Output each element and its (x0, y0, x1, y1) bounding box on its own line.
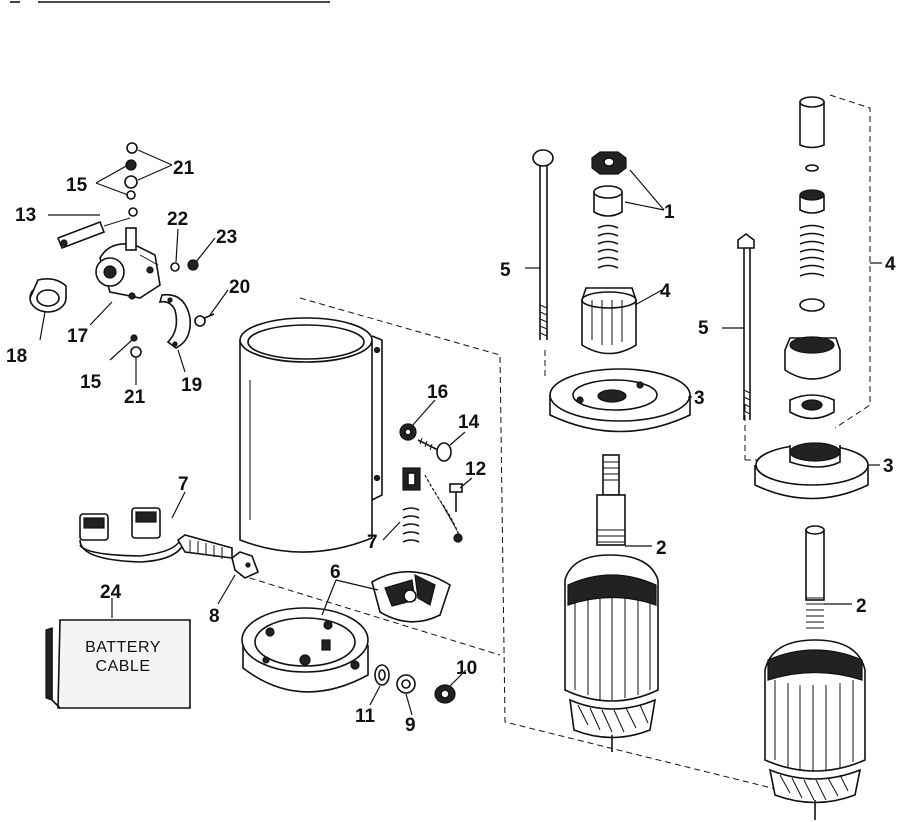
terminal-bolt-14 (417, 437, 452, 462)
callout-11: 11 (355, 706, 376, 727)
nut-23 (187, 259, 199, 271)
callout-8: 8 (209, 606, 220, 627)
thru-bolt-right (737, 233, 755, 420)
callout-5-right: 5 (698, 318, 709, 339)
solenoid-17 (95, 227, 161, 300)
leader-lines (39, 149, 882, 716)
nut-10 (434, 684, 456, 704)
washer-11 (374, 664, 390, 686)
bracket-19 (158, 293, 192, 349)
callout-3-right: 3 (883, 456, 894, 477)
screw-12 (449, 483, 463, 512)
callout-22: 22 (167, 209, 188, 230)
callout-10: 10 (456, 658, 477, 679)
brush-set (79, 507, 233, 563)
callout-13: 13 (15, 205, 36, 226)
callout-2-left: 2 (656, 538, 667, 559)
end-frame-right (754, 442, 869, 500)
callout-14: 14 (458, 412, 480, 433)
callout-15-bottom: 15 (80, 372, 102, 393)
callout-labels: 21 15 13 22 23 20 18 17 15 21 19 1 5 4 3… (6, 158, 896, 736)
callout-18: 18 (6, 346, 27, 367)
callout-21-bottom: 21 (124, 387, 146, 408)
callout-2-right: 2 (856, 596, 867, 617)
drive-parts-right (784, 96, 841, 420)
armature-right (764, 525, 866, 820)
callout-16: 16 (427, 382, 448, 403)
brush-and-spring (402, 467, 463, 543)
callout-7-left: 7 (178, 474, 189, 495)
washer-9 (396, 674, 416, 694)
callout-17: 17 (67, 326, 88, 347)
callout-19: 19 (181, 375, 202, 396)
drive-parts-left (581, 151, 637, 355)
washer-16 (399, 423, 417, 441)
solenoid-hardware (124, 142, 138, 217)
battery-cable-box: BATTERY CABLE (45, 619, 191, 709)
battery-box-line1: BATTERY (85, 639, 161, 656)
lower-nuts (130, 334, 142, 358)
callout-7-right: 7 (367, 532, 378, 553)
battery-box-line2: CABLE (96, 658, 151, 675)
callout-23: 23 (216, 227, 237, 248)
callout-20: 20 (229, 277, 250, 298)
callout-9: 9 (405, 715, 416, 736)
end-frame-left (549, 368, 691, 433)
screw-20 (194, 313, 215, 327)
washer-22 (170, 262, 180, 272)
boot-18 (29, 278, 67, 313)
callout-24: 24 (100, 582, 122, 603)
callout-15-top: 15 (66, 175, 88, 196)
callout-4-left: 4 (660, 281, 671, 302)
callout-1: 1 (664, 202, 675, 223)
callout-21-top: 21 (173, 158, 195, 179)
terminal-bolt-13 (56, 217, 131, 250)
callout-4-right: 4 (885, 254, 896, 275)
thru-bolt-left (532, 149, 554, 340)
commutator-end-cap (241, 607, 369, 693)
callout-6: 6 (330, 562, 341, 583)
callout-5-left: 5 (500, 260, 511, 281)
armature-left (564, 454, 659, 752)
brush-plate (371, 570, 451, 623)
callout-3-left: 3 (694, 388, 705, 409)
motor-frame (239, 317, 383, 553)
brush-clip (231, 551, 260, 579)
callout-12: 12 (465, 459, 486, 480)
